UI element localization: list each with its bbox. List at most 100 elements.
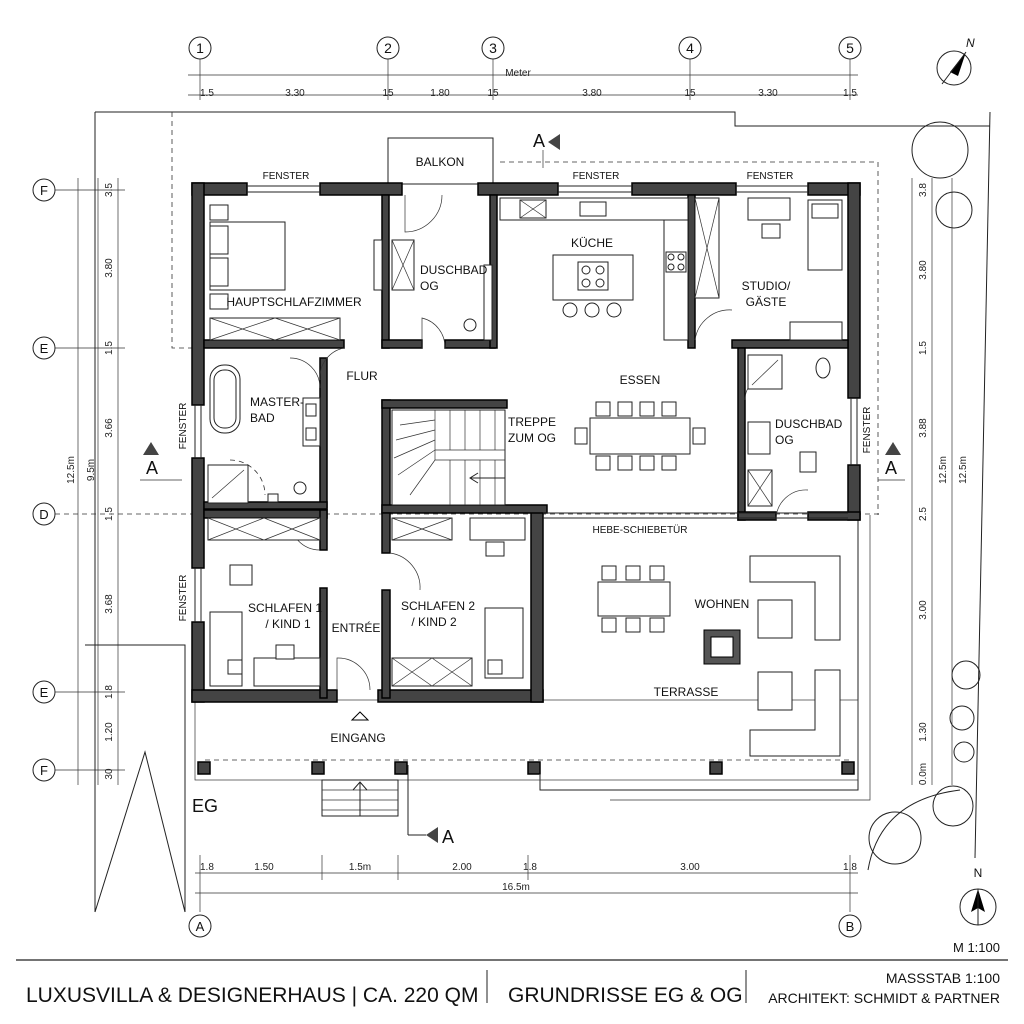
room-label-schlafen1-2: / KIND 1 [265, 617, 311, 631]
dim-right-3: 3.88 [918, 418, 929, 438]
section-marker-top: A [533, 131, 545, 151]
room-label-masterbad-1: MASTER- [250, 395, 304, 409]
room-label-balkon: BALKON [416, 155, 465, 169]
window-label-top-left: FENSTER [263, 171, 310, 182]
north-label-bottom: N [974, 866, 983, 880]
dim-top-3: 1.80 [430, 88, 450, 99]
window-labels: FENSTER FENSTER FENSTER FENSTER FENSTER … [178, 171, 873, 621]
property-lines [85, 111, 991, 913]
footer-architect: ARCHITEKT: SCHMIDT & PARTNER [768, 990, 1000, 1006]
axis-label-a-bottom: A [196, 919, 205, 934]
dim-top-0: 1.5 [200, 88, 214, 99]
dim-bottom-0: 1.8 [200, 862, 214, 873]
window-label-top-right: FENSTER [747, 171, 794, 182]
dim-right-4: 2.5 [918, 507, 929, 521]
dims-bottom: 1.8 1.50 1.5m 2.00 1.8 3.00 1.8 16.5m A … [188, 855, 862, 938]
dim-bottom-2: 1.5m [349, 862, 371, 873]
room-label-duschbad-top-2: OG [420, 279, 439, 293]
room-label-duschbad-top-1: DUSCHBAD [420, 263, 488, 277]
dim-right-1: 3.80 [918, 260, 929, 280]
furniture [207, 197, 843, 757]
dim-top-5: 3.80 [582, 88, 602, 99]
room-labels: BALKON KÜCHE DUSCHBAD OG HAUPTSCHLAFZIMM… [226, 155, 842, 745]
axis-label-e-bottom: E [40, 685, 49, 700]
dim-right-outer-0: 12.5m [938, 456, 949, 484]
dim-top-7: 3.30 [758, 88, 778, 99]
dim-right-0: 3.8 [918, 183, 929, 197]
room-label-treppe-2: ZUM OG [508, 431, 556, 445]
outer-walls [191, 182, 861, 703]
room-label-hauptschlafzimmer: HAUPTSCHLAFZIMMER [226, 295, 362, 309]
dim-left-1: 3.80 [104, 258, 115, 278]
trees [867, 121, 981, 871]
axis-label-f-bottom: F [40, 763, 48, 778]
dim-right-5: 3.00 [918, 600, 929, 620]
room-label-duschbad-right-2: OG [775, 433, 794, 447]
dim-left-8: 30 [104, 768, 115, 780]
room-label-wohnen: WOHNEN [695, 597, 750, 611]
window-label-left-lower: FENSTER [178, 575, 189, 622]
axis-label-f-top: F [40, 183, 48, 198]
section-marker-left: A [146, 458, 158, 478]
dim-right-outer-1: 12.5m [958, 456, 969, 484]
room-label-entree: ENTRÉE [332, 620, 381, 635]
room-label-schlafen2-2: / KIND 2 [411, 615, 457, 629]
north-arrow-bottom: N [959, 866, 997, 926]
section-marker-right: A [885, 458, 897, 478]
room-label-duschbad-right-1: DUSCHBAD [775, 417, 843, 431]
window-label-right: FENSTER [862, 407, 873, 454]
section-marker-bottom: A [442, 827, 454, 847]
footer-project: LUXUSVILLA & DESIGNERHAUS | CA. 220 QM [26, 984, 478, 1007]
balcony [387, 137, 494, 185]
dim-left-2: 1.5 [104, 341, 115, 355]
scale-small: M 1:100 [953, 940, 1000, 955]
dim-top-2: 15 [382, 88, 394, 99]
dim-bottom-1: 1.50 [254, 862, 274, 873]
dim-right-6: 1.30 [918, 722, 929, 742]
room-label-masterbad-2: BAD [250, 411, 275, 425]
dim-left-outer-0: 12.5m [66, 456, 77, 484]
axis-label-e-top: E [40, 341, 49, 356]
title-block: LUXUSVILLA & DESIGNERHAUS | CA. 220 QM G… [16, 959, 1008, 1007]
dim-bottom-5: 3.00 [680, 862, 700, 873]
room-label-eingang: EINGANG [330, 731, 385, 745]
axis-label-3: 3 [489, 40, 497, 56]
room-label-studio-2: GÄSTE [746, 295, 787, 309]
axis-label-5: 5 [846, 40, 854, 56]
room-label-kueche: KÜCHE [571, 236, 613, 250]
dim-bottom-6: 1.8 [843, 862, 857, 873]
room-label-studio-1: STUDIO/ [742, 279, 791, 293]
footer-title: GRUNDRISSE EG & OG [508, 984, 743, 1007]
dim-top-6: 15 [684, 88, 696, 99]
section-markers: A A A A [140, 131, 905, 847]
dim-bottom-3: 2.00 [452, 862, 472, 873]
dims-right: 3.8 3.80 1.5 3.88 2.5 3.00 1.30 0.0m 12.… [911, 178, 969, 785]
dim-left-outer-1: 9.5m [86, 459, 97, 481]
room-label-schlafen1-1: SCHLAFEN 1 [248, 601, 322, 615]
dim-top-4: 15 [487, 88, 499, 99]
dim-left-5: 3.68 [104, 594, 115, 614]
dim-left-3: 3.66 [104, 418, 115, 438]
dim-left-0: 3.5 [104, 183, 115, 197]
north-label-top: N [966, 36, 975, 50]
axis-label-b-bottom: B [846, 919, 855, 934]
floor-label: EG [192, 796, 218, 816]
footer-scale: MASSSTAB 1:100 [886, 970, 1000, 986]
dim-left-4: 1.5 [104, 507, 115, 521]
dim-top-1: 3.30 [285, 88, 305, 99]
room-label-treppe-1: TREPPE [508, 415, 556, 429]
dim-right-7: 0.0m [918, 763, 929, 785]
room-label-essen: ESSEN [620, 373, 661, 387]
dim-left-6: 1.8 [104, 685, 115, 699]
dim-top-8: 1.5 [843, 88, 857, 99]
window-label-top-mid: FENSTER [573, 171, 620, 182]
room-label-schlafen2-1: SCHLAFEN 2 [401, 599, 475, 613]
axis-grid-top: 1 2 3 4 5 Meter 1.5 3.30 15 1.80 15 3.80 [188, 36, 862, 100]
dim-bottom-total: 16.5m [502, 882, 530, 893]
entry-steps [321, 711, 426, 836]
unit-label: Meter [505, 68, 531, 79]
window-label-left-upper: FENSTER [178, 403, 189, 450]
axis-label-d: D [39, 507, 48, 522]
axis-label-2: 2 [384, 40, 392, 56]
